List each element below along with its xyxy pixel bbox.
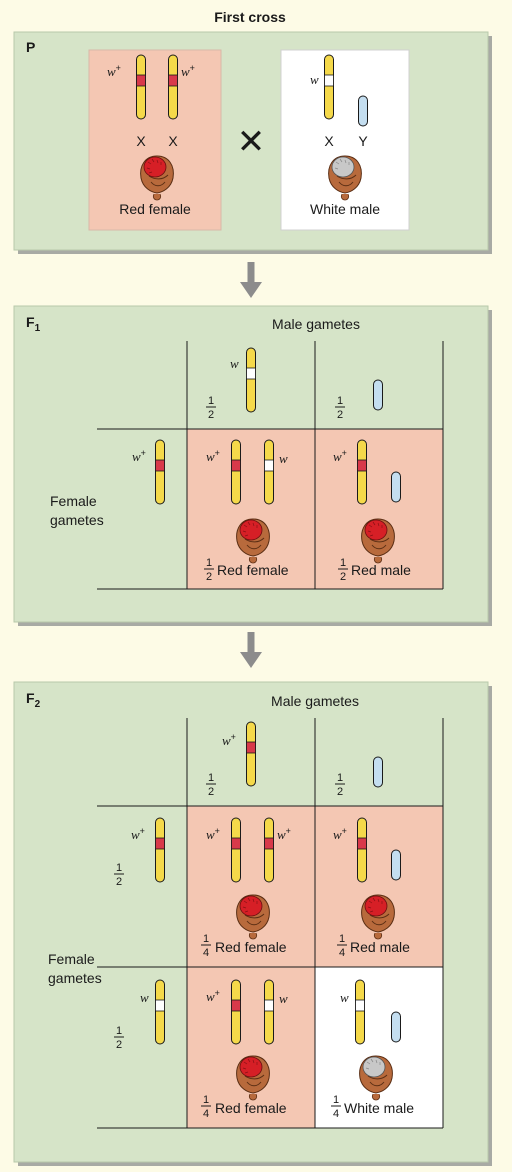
svg-text:2: 2 xyxy=(208,409,214,421)
f2-male-gamete-y xyxy=(373,756,383,788)
svg-text:4: 4 xyxy=(333,1108,339,1120)
svg-text:1: 1 xyxy=(203,933,209,945)
panel-p-label: P xyxy=(26,39,35,55)
svg-text:1: 1 xyxy=(208,395,214,407)
svg-text:w: w xyxy=(279,991,288,1006)
svg-text:w+: w+ xyxy=(206,448,220,464)
svg-text:4: 4 xyxy=(339,947,345,959)
svg-text:1: 1 xyxy=(340,557,346,569)
p-male-box: w X Y White male xyxy=(280,49,410,231)
f2-female-gametes-header: Female gametes xyxy=(48,951,102,986)
arrow-f1-to-f2-icon xyxy=(240,632,262,668)
p-female-box: w+ w+ X X Red female xyxy=(88,49,222,231)
f2-female-gamete-w-frac: 1 2 xyxy=(114,1025,124,1051)
f2-cell-white-male xyxy=(315,967,443,1128)
f2-female-gamete-wplus xyxy=(155,817,165,883)
svg-text:2: 2 xyxy=(208,786,214,798)
f2-cell-caption-1: Red female xyxy=(215,939,287,955)
panel-f1-label: F1 xyxy=(26,314,41,334)
f1-male-gamete-y-frac: 1 2 xyxy=(335,395,345,421)
f1-male-gametes-header: Male gametes xyxy=(272,316,360,332)
p-female-chromosome-1 xyxy=(136,54,146,120)
f2-cell-4-content: w 1 4 White male xyxy=(331,979,414,1120)
f2-male-gamete-x-frac: 1 2 xyxy=(206,772,216,798)
p-female-caption: Red female xyxy=(119,201,191,217)
p-female-allele-1: w+ xyxy=(107,63,121,79)
f2-cell-red-male xyxy=(315,806,443,967)
f2-cell-2-content: w+ 1 4 Red male xyxy=(333,817,410,959)
f1-female-gametes-header: Female gametes xyxy=(50,493,104,528)
f2-cell-red-female-1 xyxy=(187,806,315,967)
f1-male-gamete-allele: w xyxy=(230,356,239,371)
svg-text:1: 1 xyxy=(337,772,343,784)
f2-female-gamete-wplus-allele: w+ xyxy=(131,826,145,842)
svg-text:w+: w+ xyxy=(206,988,220,1004)
svg-text:w+: w+ xyxy=(333,826,347,842)
svg-text:1: 1 xyxy=(203,1094,209,1106)
svg-text:1: 1 xyxy=(206,557,212,569)
panel-f1: F1 Male gametes Female gametes w 1 2 1 xyxy=(13,305,492,626)
f1-cell-red-female-content: w+ w 1 2 Red female xyxy=(204,439,289,583)
f1-male-gamete-frac: 1 2 xyxy=(206,395,216,421)
f1-female-gamete-allele: w+ xyxy=(132,448,146,464)
panel-f2-label: F2 xyxy=(26,690,41,710)
p-female-chrom-label-2: X xyxy=(168,133,178,149)
svg-text:2: 2 xyxy=(340,571,346,583)
svg-text:w: w xyxy=(279,451,288,466)
svg-text:2: 2 xyxy=(337,409,343,421)
f2-male-gamete-y-frac: 1 2 xyxy=(335,772,345,798)
f1-female-gamete-x xyxy=(155,439,165,505)
f2-grid xyxy=(97,718,444,1129)
p-male-y-chromosome xyxy=(358,95,368,127)
p-male-chrom-label-2: Y xyxy=(358,133,368,149)
p-female-chromosome-2 xyxy=(168,54,178,120)
f2-male-gametes-header: Male gametes xyxy=(271,693,359,709)
f2-cell-caption-4: White male xyxy=(344,1100,414,1116)
f2-male-gamete-x xyxy=(246,721,256,787)
svg-text:1: 1 xyxy=(339,933,345,945)
f1-cell-caption-2: Red male xyxy=(351,562,411,578)
p-male-caption: White male xyxy=(310,201,380,217)
svg-text:1: 1 xyxy=(337,395,343,407)
cross-symbol-icon: ✕ xyxy=(237,123,266,161)
svg-text:2: 2 xyxy=(116,1039,122,1051)
panel-f2: F2 Male gametes Female gametes w+ 1 xyxy=(13,681,492,1166)
svg-text:2: 2 xyxy=(116,876,122,888)
p-female-allele-2: w+ xyxy=(181,63,195,79)
f1-cell-caption-1: Red female xyxy=(217,562,289,578)
svg-text:1: 1 xyxy=(208,772,214,784)
panel-p: P w+ w+ X X Red female ✕ xyxy=(13,31,492,254)
p-male-allele: w xyxy=(310,72,319,87)
f1-cell-red-male-content: w+ 1 2 Red male xyxy=(333,439,411,583)
diagram-title: First cross xyxy=(214,9,286,25)
f2-male-gamete-allele: w+ xyxy=(222,732,236,748)
p-male-x-chromosome xyxy=(324,54,334,120)
f2-cell-3-content: w+ w 1 4 Red female xyxy=(201,979,288,1120)
p-male-chrom-label-1: X xyxy=(324,133,334,149)
f2-cell-red-female-2 xyxy=(187,967,315,1128)
f2-cell-caption-2: Red male xyxy=(350,939,410,955)
svg-text:1: 1 xyxy=(333,1094,339,1106)
svg-text:w+: w+ xyxy=(206,826,220,842)
svg-text:1: 1 xyxy=(116,1025,122,1037)
p-female-chrom-label-1: X xyxy=(136,133,146,149)
svg-text:w+: w+ xyxy=(277,826,291,842)
arrow-p-to-f1-icon xyxy=(240,262,262,298)
svg-text:w: w xyxy=(340,990,349,1005)
f2-female-gamete-wplus-frac: 1 2 xyxy=(114,862,124,888)
svg-text:2: 2 xyxy=(337,786,343,798)
svg-text:2: 2 xyxy=(206,571,212,583)
svg-text:w+: w+ xyxy=(333,448,347,464)
f2-cell-caption-3: Red female xyxy=(215,1100,287,1116)
svg-text:4: 4 xyxy=(203,1108,209,1120)
f1-male-gamete-y xyxy=(373,379,383,411)
f2-female-gamete-w xyxy=(155,979,165,1045)
f1-grid xyxy=(97,341,444,590)
svg-text:1: 1 xyxy=(116,862,122,874)
f1-male-gamete-x xyxy=(246,347,256,413)
f2-female-gamete-w-allele: w xyxy=(140,990,149,1005)
svg-text:4: 4 xyxy=(203,947,209,959)
f2-cell-1-content: w+ w+ 1 4 Red female xyxy=(201,817,291,959)
